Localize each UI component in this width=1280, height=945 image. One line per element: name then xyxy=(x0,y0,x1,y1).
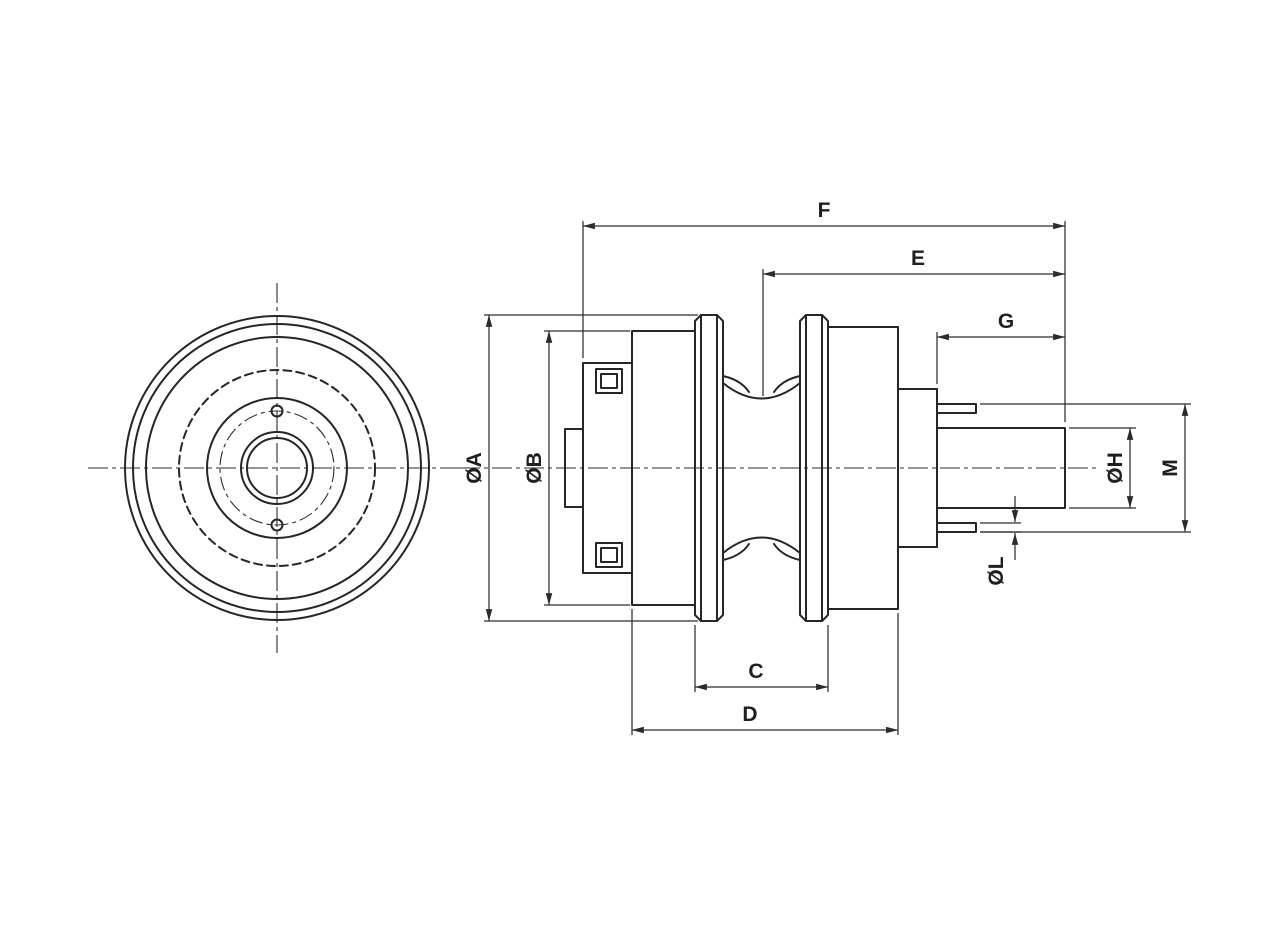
bore-chamfer-circle xyxy=(240,431,314,505)
cap-bolt-bottom xyxy=(595,542,623,568)
dim-F: F xyxy=(582,199,1066,422)
dim-F-label: F xyxy=(818,199,831,222)
bore-circle xyxy=(246,437,308,499)
rim-inner-circle xyxy=(132,323,422,613)
cap-bolt-top-head xyxy=(600,373,618,389)
tread-circle xyxy=(145,336,409,600)
shaft xyxy=(936,427,1066,509)
right-flange-chamfer-lines xyxy=(805,314,823,622)
hub-circle xyxy=(206,397,348,539)
hidden-diameter-circle xyxy=(178,369,376,567)
dim-dia-L: ØL xyxy=(980,496,1021,586)
dim-dia-A-label: ØA xyxy=(463,452,486,484)
dim-D: D xyxy=(631,609,899,735)
side-view xyxy=(460,314,1100,622)
dim-M-label: M xyxy=(1159,459,1182,477)
right-flange xyxy=(799,314,829,622)
cap-bolt-top xyxy=(595,368,623,394)
dim-F-extensions xyxy=(582,221,1066,422)
front-view xyxy=(88,283,467,653)
dim-dia-L-extensions xyxy=(980,522,1021,533)
dim-E: E xyxy=(762,247,1065,396)
mounting-pin-top xyxy=(936,403,977,414)
top-bolt-hole xyxy=(270,404,284,418)
dim-dia-H-extensions xyxy=(1069,427,1136,509)
dim-dia-L-label: ØL xyxy=(985,556,1008,585)
dim-dia-H-label: ØH xyxy=(1104,452,1127,484)
dim-E-label: E xyxy=(911,247,925,270)
dim-G: G xyxy=(936,310,1065,384)
dim-C-label: C xyxy=(748,660,763,683)
front-centerlines xyxy=(88,283,467,653)
cap-bolt-bottom-head xyxy=(600,547,618,563)
dim-dia-A-extensions xyxy=(484,314,698,622)
barrel-profile xyxy=(722,375,801,561)
mounting-pin-bottom xyxy=(936,522,977,533)
dim-D-label: D xyxy=(742,703,757,726)
outer-rim-circle xyxy=(124,315,430,621)
dim-C: C xyxy=(694,625,829,692)
dim-C-extensions xyxy=(694,625,829,692)
dim-dia-A: ØA xyxy=(463,314,698,622)
left-flange xyxy=(694,314,724,622)
bottom-bolt-hole xyxy=(270,518,284,532)
dim-G-label: G xyxy=(998,310,1014,333)
dim-dia-H: ØH xyxy=(1069,427,1136,509)
bolt-circle xyxy=(219,410,335,526)
dim-D-extensions xyxy=(631,609,899,735)
dim-dia-B: ØB xyxy=(523,330,630,606)
left-flange-chamfer-lines xyxy=(700,314,718,622)
dim-dia-B-extensions xyxy=(544,330,630,606)
dimensions: F E G ØA ØB ØH xyxy=(463,199,1191,735)
dim-dia-B-label: ØB xyxy=(523,452,546,484)
